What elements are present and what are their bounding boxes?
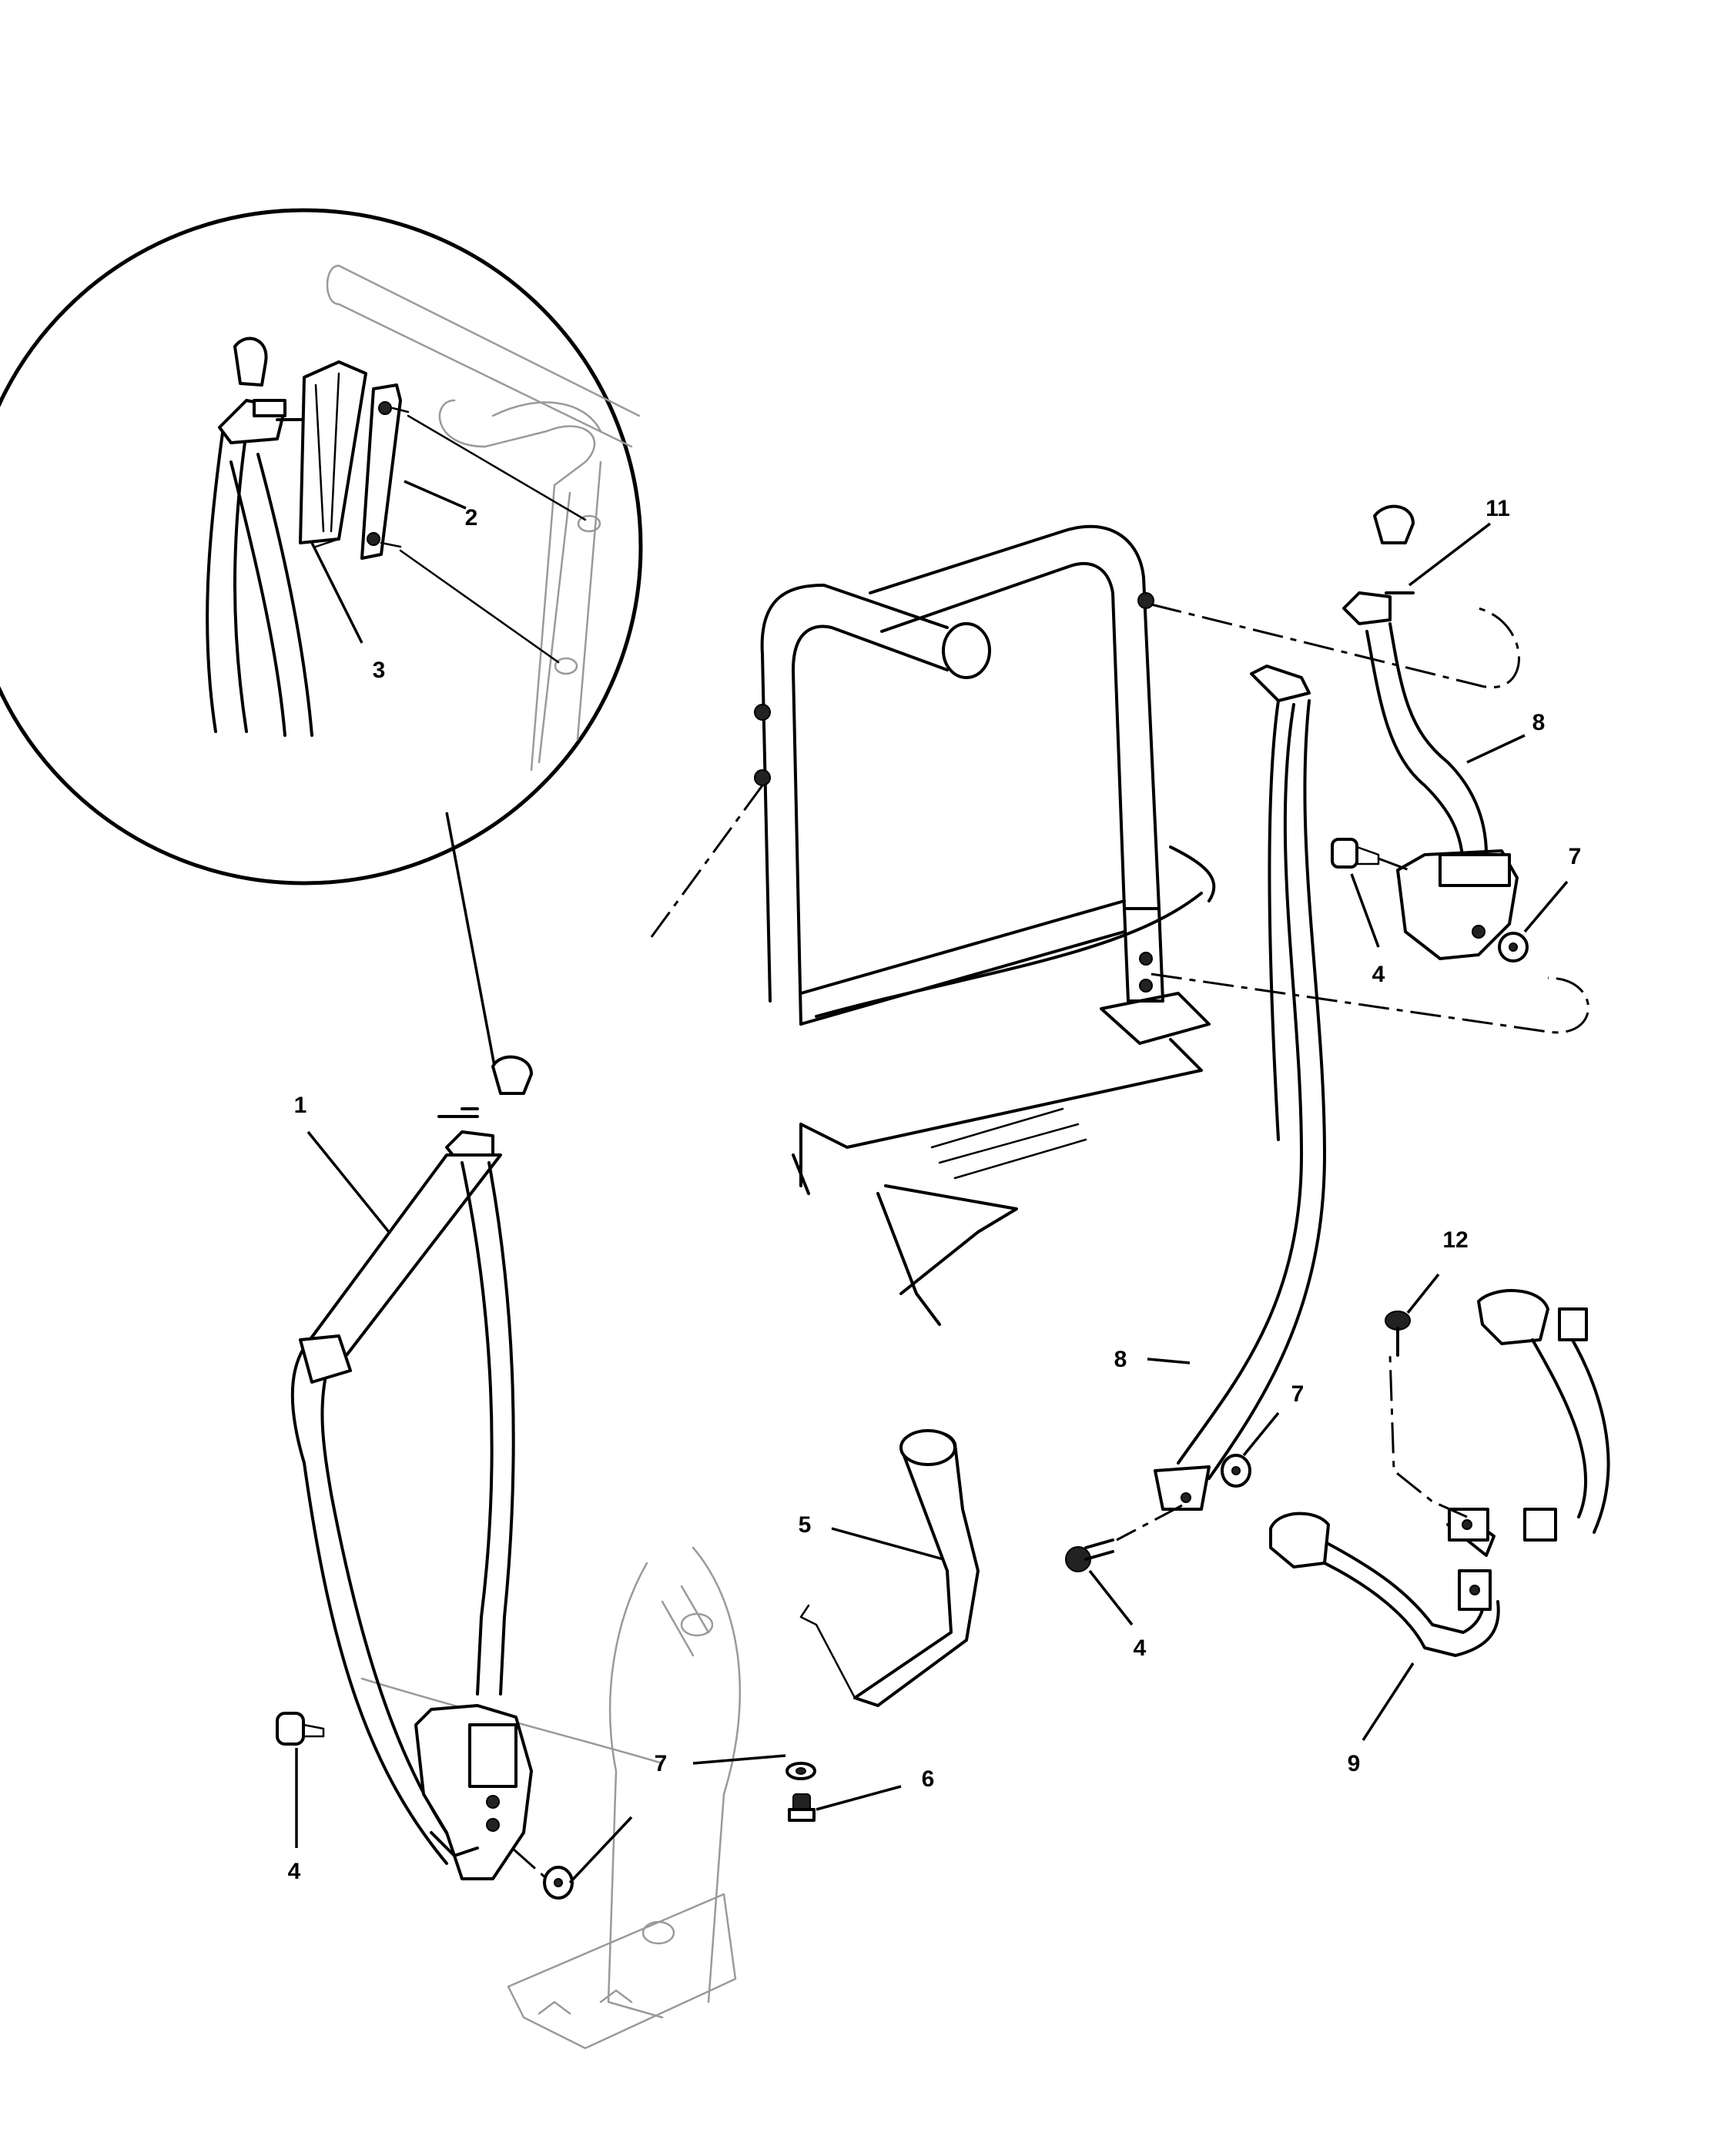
- detail-connector-line: [445, 812, 498, 1079]
- callout-1: 1: [294, 1093, 307, 1118]
- callout-4-left: 4: [288, 1859, 301, 1884]
- callout-8-lower: 8: [1114, 1347, 1127, 1372]
- bolt-4-lower-right: [1065, 1538, 1134, 1626]
- callout-7-upper-right: 7: [1569, 844, 1582, 869]
- roll-bar-frame: [645, 524, 1589, 1326]
- washer-7-upper-right: [1498, 880, 1569, 962]
- callout-4-upper-right: 4: [1372, 962, 1385, 987]
- seat-belt-assembly-right: [1116, 504, 1526, 1542]
- washer-7-left: [511, 1816, 633, 1900]
- bolt-4-left: [276, 1712, 325, 1848]
- callout-4-lower-right: 4: [1134, 1635, 1147, 1661]
- washer-7-mid-right: [1221, 1411, 1280, 1488]
- callout-11: 11: [1486, 496, 1510, 521]
- buckle-part-5: [799, 1429, 980, 1707]
- callout-12: 12: [1442, 1227, 1468, 1253]
- callout-7-mid-right: 7: [1291, 1381, 1305, 1407]
- callout-7-left: 7: [655, 1751, 668, 1776]
- seat-belt-assembly-left: [290, 1055, 742, 2050]
- callout-2: 2: [465, 505, 478, 531]
- detail-view-circle: [0, 208, 643, 886]
- callout-5: 5: [799, 1512, 812, 1538]
- bolt-4-upper-right: [1331, 838, 1410, 948]
- screw-12: [1385, 1273, 1440, 1357]
- callout-3: 3: [373, 658, 386, 683]
- buckle-pair-part-9: [1269, 1289, 1610, 1741]
- callout-8-upper: 8: [1532, 710, 1546, 735]
- callout-6: 6: [922, 1766, 935, 1792]
- callout-labels: 2 3 1 4 7 5 6 11 8 7 4 8 7 4 12 9: [288, 496, 1582, 1884]
- washer-7-middle-and-bolt-6: [692, 1754, 902, 1822]
- callout-9: 9: [1348, 1751, 1361, 1776]
